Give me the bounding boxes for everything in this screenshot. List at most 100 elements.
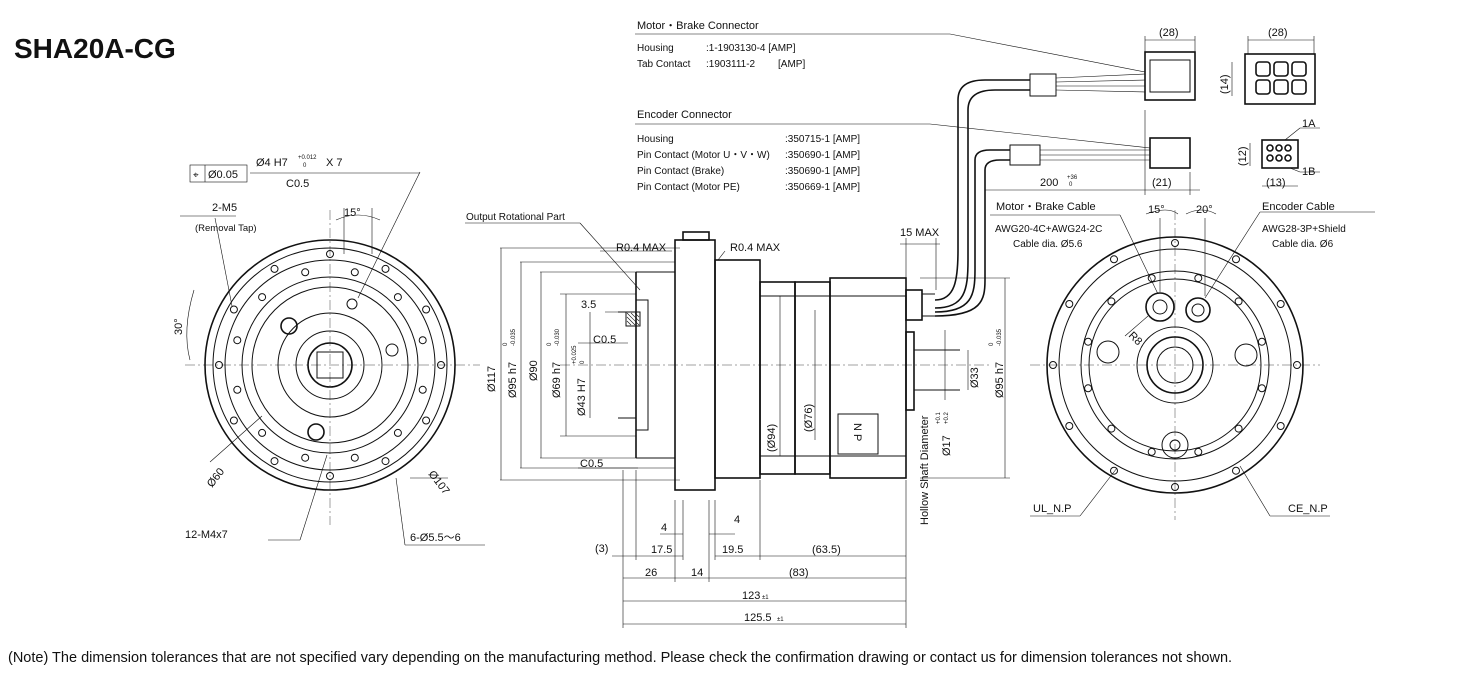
dim-200-tol-upper: +36 <box>1067 175 1078 181</box>
rear-thread-hole <box>1194 447 1203 456</box>
r04-right-label: R0.4 MAX <box>730 242 781 254</box>
motor-brake-connector-heading: Motor・Brake Connector <box>637 20 759 32</box>
motor-connector-end <box>1244 53 1316 105</box>
d95h7-tol-lower: -0.035 <box>511 328 517 346</box>
thread-hole <box>393 293 402 302</box>
dim-635-label: (63.5) <box>812 544 841 556</box>
thread-hole <box>301 453 310 462</box>
dim-200-label: 200 <box>1040 177 1058 189</box>
thread-hole <box>301 268 310 277</box>
motor-cable-spec: AWG20-4C+AWG24-2C <box>995 224 1102 235</box>
flange-hole <box>381 457 390 466</box>
d94-label: (Ø94) <box>766 424 778 452</box>
pin-hole-chamfer: C0.5 <box>286 178 309 190</box>
encoder-connector-pin <box>1275 154 1283 162</box>
thread-hole <box>258 293 267 302</box>
flange-hole <box>229 305 238 314</box>
side-view <box>465 36 1320 628</box>
removal-tap-hole <box>280 317 298 335</box>
pin-hole-label: Ø4 H7 <box>256 157 288 169</box>
motor-connector-pin <box>1291 79 1307 95</box>
motor-connector-pin <box>1255 61 1271 77</box>
rear-boss-bottom <box>1161 431 1189 459</box>
encoder-connector-pin <box>1266 144 1274 152</box>
mbc-row-label: Housing <box>637 43 674 54</box>
d90-label: Ø90 <box>528 360 540 381</box>
enc-row-label: Pin Contact (Brake) <box>637 166 724 177</box>
encoder-connector-side <box>1149 137 1191 169</box>
d69h7-tol-lower: -0.030 <box>555 328 561 346</box>
dim-14-label: 14 <box>691 567 703 579</box>
enc-row-value: :350715-1 [AMP] <box>785 134 860 145</box>
d43H7-tol-upper: +0.025 <box>572 345 578 364</box>
rear-flange-hole <box>1232 466 1240 475</box>
enc-row-value: :350690-1 [AMP] <box>785 150 860 161</box>
connector-dim-labels: (28) (28) (14) (12) (13) (21) 1A 1B <box>1152 27 1316 189</box>
mbc-row-maker: [AMP] <box>778 59 805 70</box>
motor-connector-side <box>1144 51 1196 101</box>
dia-107-label: Ø107 <box>426 468 452 497</box>
d33-label: Ø33 <box>969 367 981 388</box>
encoder-connector-end <box>1261 139 1299 169</box>
c05-top-label: C0.5 <box>593 334 616 346</box>
dim-1255-suffix: ±1 <box>777 617 784 623</box>
flange-hole <box>422 305 431 314</box>
rear-flange-hole <box>1276 422 1285 430</box>
rear-view-labels: Motor・Brake Cable AWG20-4C+AWG24-2C Cabl… <box>995 201 1346 515</box>
rear-flange-hole <box>1232 255 1240 264</box>
rear-flange-hole <box>1110 466 1118 475</box>
flatness-frame <box>189 164 248 183</box>
rear-mid-holes <box>1084 274 1266 456</box>
dim-4b-label: 4 <box>734 514 740 526</box>
ce-label: CE_N.P <box>1288 503 1328 515</box>
pin-1b-label: 1B <box>1302 166 1315 178</box>
footnote: (Note) The dimension tolerances that are… <box>8 650 1232 666</box>
thread-hole <box>350 453 359 462</box>
enc-row-value: :350690-1 [AMP] <box>785 166 860 177</box>
rear-angle-20-label: 20° <box>1196 204 1213 216</box>
motor-connector-pin <box>1273 79 1289 95</box>
d95h7-right-label: Ø95 h7 <box>994 362 1006 398</box>
dim-3-label: (3) <box>595 543 608 555</box>
front-outer-holes <box>215 250 445 480</box>
angle-15-label: 15° <box>344 207 361 219</box>
encoder-connector-heading: Encoder Connector <box>637 109 732 121</box>
front-view-labels: ⌖ Ø0.05 Ø4 H7 +0.012 0 X 7 C0.5 2-M5 (Re… <box>173 155 461 544</box>
rear-flange-hole <box>1110 255 1118 264</box>
max15-label: 15 MAX <box>900 227 940 239</box>
rear-thread-hole <box>1107 424 1116 433</box>
encoder-cable-spec: AWG28-3P+Shield <box>1262 224 1346 235</box>
dim-26-label: 26 <box>645 567 657 579</box>
thread-hole <box>233 385 242 394</box>
thread-hole <box>418 385 427 394</box>
pin-hole-tol-lower: 0 <box>303 163 307 169</box>
output-part-label: Output Rotational Part <box>466 212 565 223</box>
r04-left-label: R0.4 MAX <box>616 242 667 254</box>
rear-thread-hole <box>1257 384 1266 393</box>
pin-hole-tol-upper: +0.012 <box>298 155 317 161</box>
encoder-connector-pin <box>1266 154 1274 162</box>
rear-flange-hole <box>1171 483 1179 491</box>
dim-123-label: 123 <box>742 590 760 602</box>
d13-label: (13) <box>1266 177 1286 189</box>
d12-label: (12) <box>1237 146 1249 166</box>
flange-hole <box>326 472 334 480</box>
mbc-row-label: Tab Contact <box>637 59 691 70</box>
removal-tap-label: 2-M5 <box>212 202 237 214</box>
d95h7-right-tol-lower: -0.035 <box>997 328 1003 346</box>
rear-thread-hole <box>1147 274 1156 283</box>
cable-gland-encoder <box>1185 297 1211 323</box>
flange-hole <box>270 457 279 466</box>
cable-gland-motor <box>1145 292 1175 322</box>
pin-hole-depth: X 7 <box>326 157 343 169</box>
removal-tap-note: (Removal Tap) <box>195 223 257 234</box>
side-view-labels: Output Rotational Part R0.4 MAX R0.4 MAX… <box>466 175 1078 624</box>
encoder-cable-dia: Cable dia. Ø6 <box>1272 239 1334 250</box>
thread-hole <box>393 428 402 437</box>
rear-flange-hole <box>1049 361 1057 369</box>
hollow-shaft-label: Hollow Shaft Diameter <box>919 415 931 525</box>
flange-hole <box>422 416 431 425</box>
screw-label: 12-M4x7 <box>185 529 228 541</box>
rear-flange-hole <box>1276 300 1285 308</box>
